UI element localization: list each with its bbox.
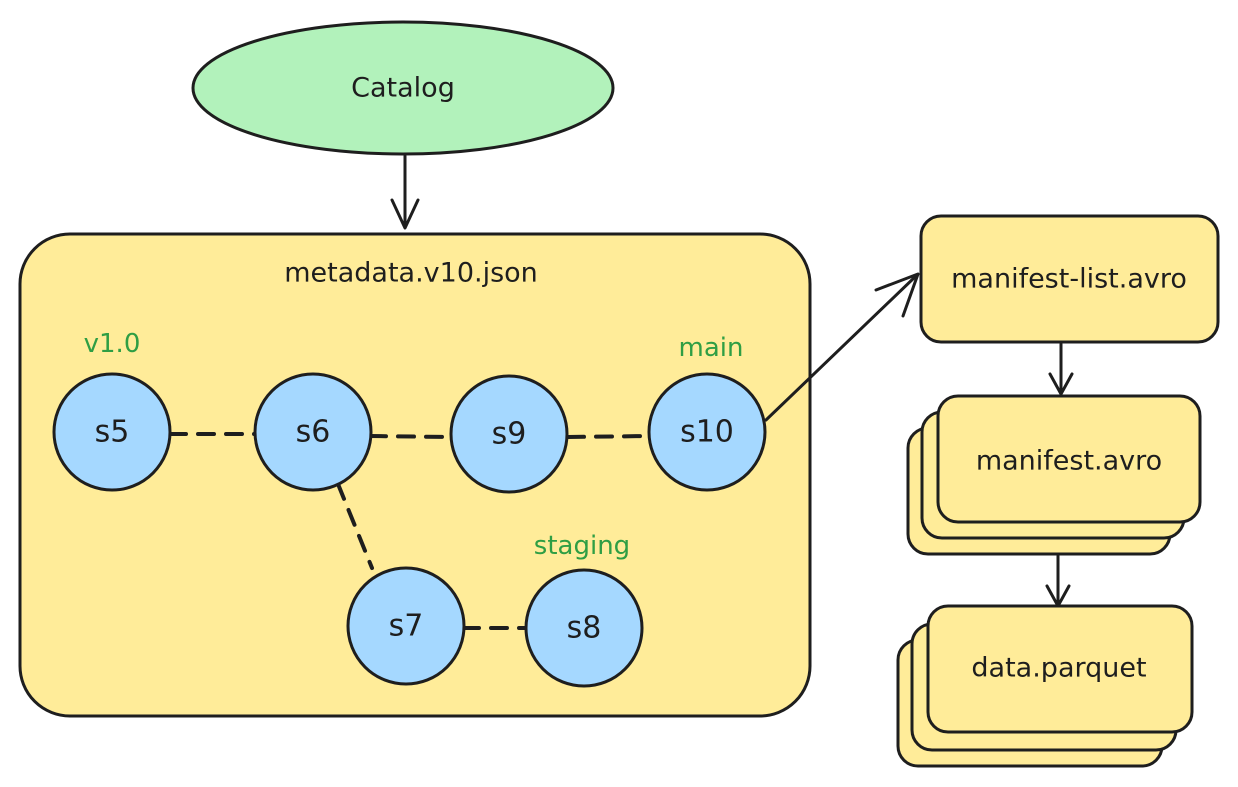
data-label: data.parquet <box>971 653 1146 684</box>
snapshot-s10-label: s10 <box>680 415 734 450</box>
catalog-node: Catalog <box>191 20 615 156</box>
snapshot-s8: s8 <box>524 568 644 688</box>
tag-main: main <box>679 333 744 363</box>
tag-staging: staging <box>534 531 630 561</box>
snapshot-s5-label: s5 <box>95 415 130 450</box>
snapshot-s9-label: s9 <box>492 417 527 452</box>
manifest-list-label: manifest-list.avro <box>951 264 1187 295</box>
snapshot-s7-label: s7 <box>389 609 424 644</box>
snapshot-s6-label: s6 <box>296 415 331 450</box>
catalog-label: Catalog <box>351 73 455 104</box>
snapshot-s7: s7 <box>346 566 466 686</box>
snapshot-lineage <box>168 432 652 630</box>
arrow-catalog-to-metadata <box>390 154 420 230</box>
arrow-s10-to-manifest-list <box>764 272 920 422</box>
edge-s6-s9 <box>368 434 452 439</box>
snapshot-s8-label: s8 <box>567 611 602 646</box>
manifest-list-file: manifest-list.avro <box>919 214 1220 344</box>
snapshot-s10: s10 <box>647 372 767 492</box>
edge-s6-s7 <box>336 482 374 570</box>
data-file-stack: data.parquet <box>896 604 1194 768</box>
snapshot-s6: s6 <box>253 372 373 492</box>
manifest-file-stack: manifest.avro <box>906 394 1202 556</box>
tag-v1-0: v1.0 <box>84 329 141 359</box>
edge-s9-s10 <box>566 434 652 439</box>
arrow-manifest-to-data <box>1045 554 1071 608</box>
manifest-label: manifest.avro <box>976 446 1162 477</box>
arrow-manifest-list-to-manifest <box>1048 342 1074 396</box>
snapshot-s5: s5 <box>52 372 172 492</box>
snapshot-s9: s9 <box>449 374 569 494</box>
metadata-label: metadata.v10.json <box>284 258 538 289</box>
